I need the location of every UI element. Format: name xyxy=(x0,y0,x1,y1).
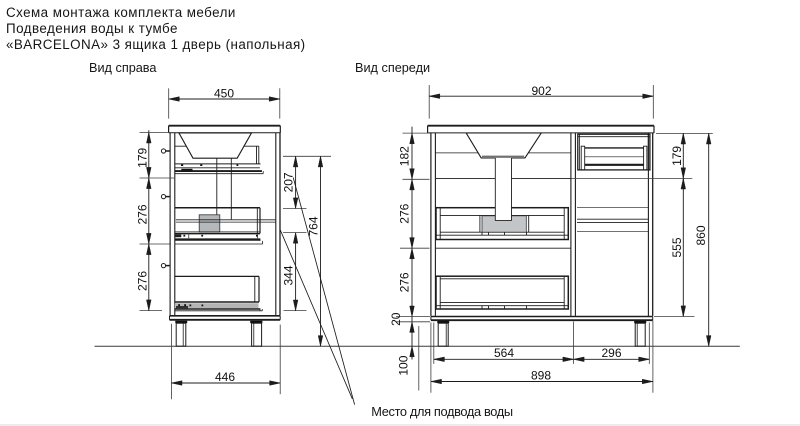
svg-text:446: 446 xyxy=(215,370,235,384)
svg-text:179: 179 xyxy=(670,146,684,166)
svg-text:555: 555 xyxy=(670,237,684,257)
svg-text:207: 207 xyxy=(281,172,295,192)
svg-text:100: 100 xyxy=(397,355,411,375)
svg-text:276: 276 xyxy=(398,272,412,292)
svg-text:564: 564 xyxy=(494,346,514,360)
svg-text:276: 276 xyxy=(398,203,412,223)
svg-text:344: 344 xyxy=(281,265,295,285)
svg-text:450: 450 xyxy=(214,87,234,101)
svg-text:179: 179 xyxy=(135,147,149,167)
svg-text:20: 20 xyxy=(389,312,403,326)
svg-text:276: 276 xyxy=(135,204,149,224)
svg-text:898: 898 xyxy=(531,368,551,382)
svg-text:276: 276 xyxy=(135,271,149,291)
svg-text:902: 902 xyxy=(531,84,551,98)
svg-text:296: 296 xyxy=(601,346,621,360)
svg-text:764: 764 xyxy=(306,216,320,236)
svg-text:860: 860 xyxy=(694,225,708,245)
svg-text:182: 182 xyxy=(398,146,412,166)
